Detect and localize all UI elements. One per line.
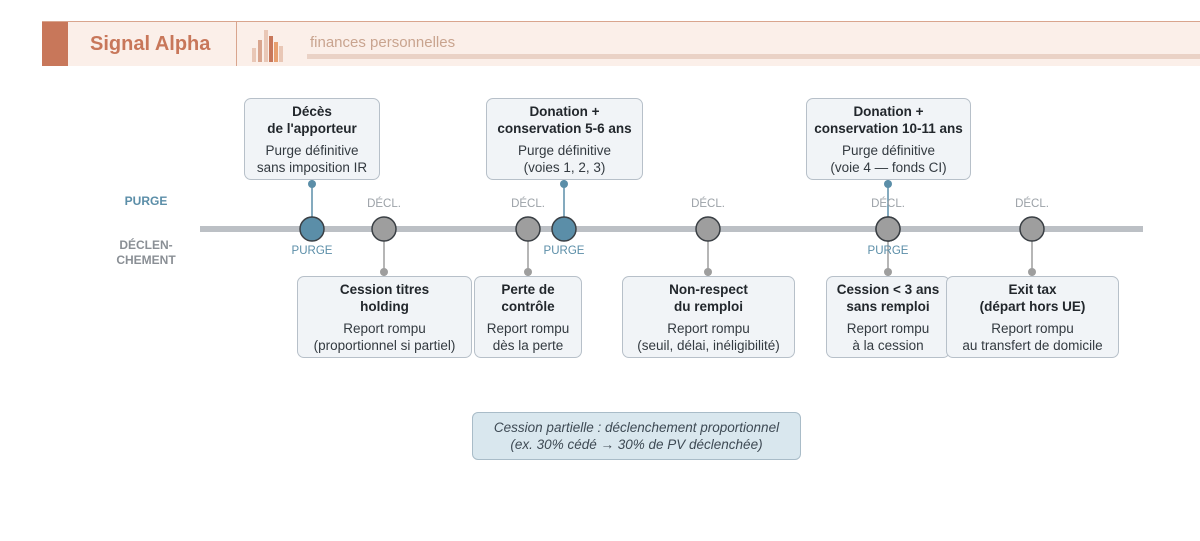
event-description: Report rompu dès la perte <box>479 320 577 354</box>
connector-dot-6 <box>884 180 892 188</box>
event-description-line: dès la perte <box>492 338 564 353</box>
purge-node-4 <box>551 216 577 242</box>
event-title-line: Donation + <box>529 104 600 119</box>
event-title-line: contrôle <box>501 299 555 314</box>
banner-rule <box>307 54 1200 59</box>
event-description: Report rompu à la cession <box>831 320 945 354</box>
decl-tag-5: DÉCL. <box>691 198 725 210</box>
purge-node-1 <box>299 216 325 242</box>
event-description-line: au transfert de domicile <box>962 338 1103 353</box>
purge-tag-1: PURGE <box>291 245 333 257</box>
decl-tag-2: DÉCL. <box>367 198 401 210</box>
decl-node-5 <box>695 216 721 242</box>
decl-node-3 <box>515 216 541 242</box>
brand-name[interactable]: Signal Alpha <box>90 33 211 55</box>
connector-dot-4 <box>560 180 568 188</box>
event-description-line: Purge définitive <box>265 143 359 158</box>
event-description-line: Report rompu <box>667 321 750 336</box>
event-description-line: (proportionnel si partiel) <box>313 338 456 353</box>
event-description-line: (seuil, délai, inéligibilité) <box>637 338 780 353</box>
event-description: Purge définitive (voies 1, 2, 3) <box>491 142 638 176</box>
event-title-line: holding <box>360 299 409 314</box>
event-title-line: Perte de <box>501 282 555 297</box>
event-description-line: (voie 4 — fonds CI) <box>830 160 947 175</box>
event-title-line: Cession < 3 ans <box>836 282 940 297</box>
timeline-nodes <box>299 216 1045 242</box>
event-title-line: du remploi <box>673 299 743 314</box>
purge-tag-4: PURGE <box>543 245 585 257</box>
event-title-line: Cession titres <box>339 282 430 297</box>
note-line-2: (ex. 30% cédé → 30% de PV déclenchée) <box>510 437 763 452</box>
event-description: Purge définitive sans imposition IR <box>249 142 375 176</box>
event-description-line: à la cession <box>852 338 924 353</box>
event-description: Report rompu au transfert de domicile <box>951 320 1114 354</box>
connector-dot-7 <box>884 268 892 276</box>
event-title-line: de l'apporteur <box>267 121 357 136</box>
timeline-connectors <box>308 180 1036 276</box>
event-description-line: Purge définitive <box>841 143 936 158</box>
header-banner: Signal Alpha finances personnelles <box>42 21 1200 66</box>
event-title-line: (départ hors UE) <box>979 299 1086 314</box>
event-title-line: Décès <box>292 104 332 119</box>
event-description-line: Report rompu <box>343 321 426 336</box>
event-description: Report rompu (proportionnel si partiel) <box>302 320 467 354</box>
decl-tag-3: DÉCL. <box>511 198 545 210</box>
lane-label-declenchement: DÉCLEN- CHEMENT <box>105 238 187 268</box>
decl-tag-7: DÉCL. <box>871 198 905 210</box>
event-title: Décès de l'apporteur <box>249 103 375 137</box>
event-title: Donation + conservation 10-11 ans <box>811 103 966 137</box>
connector-dot-8 <box>1028 268 1036 276</box>
event-box-8: Exit tax (départ hors UE) Report rompu au t… <box>946 276 1119 358</box>
banner-separator <box>236 22 237 66</box>
event-description: Report rompu (seuil, délai, inéligibilité… <box>627 320 790 354</box>
connector-dot-2 <box>380 268 388 276</box>
connector-dot-3 <box>524 268 532 276</box>
lane-label-purge: PURGE <box>124 194 168 208</box>
lane-label-decl-line2: CHEMENT <box>116 253 176 267</box>
event-title-line: Donation + <box>853 104 924 119</box>
event-title-line: Non-respect <box>669 282 748 297</box>
decl-node-2 <box>371 216 397 242</box>
decl-tag-8: DÉCL. <box>1015 198 1049 210</box>
event-title: Exit tax (départ hors UE) <box>951 281 1114 315</box>
event-title: Donation + conservation 5-6 ans <box>491 103 638 137</box>
event-title: Cession < 3 ans sans remploi <box>831 281 945 315</box>
banner-accent-bar <box>42 22 68 66</box>
event-description-line: Report rompu <box>846 321 930 336</box>
event-description-line: Report rompu <box>486 321 570 336</box>
decl-node-8 <box>1019 216 1045 242</box>
event-title: Perte de contrôle <box>479 281 577 315</box>
connector-dot-5 <box>704 268 712 276</box>
event-description-line: Purge définitive <box>517 143 612 158</box>
event-title-line: conservation 10-11 ans <box>814 121 963 136</box>
decl-node-7 <box>875 216 901 242</box>
event-description-line: Report rompu <box>991 321 1074 336</box>
lane-label-decl-line1: DÉCLEN- <box>119 238 173 252</box>
event-title: Cession titres holding <box>302 281 467 315</box>
connector-dot-1 <box>308 180 316 188</box>
event-description-line: sans imposition IR <box>256 160 368 175</box>
note-line-1: Cession partielle : déclenchement propor… <box>493 420 780 435</box>
event-title: Non-respect du remploi <box>627 281 790 315</box>
event-description: Purge définitive (voie 4 — fonds CI) <box>811 142 966 176</box>
event-title-line: conservation 5-6 ans <box>497 121 632 136</box>
banner-subtitle: finances personnelles <box>310 34 456 51</box>
bar-chart-logo-icon <box>252 30 283 62</box>
purge-tag-6: PURGE <box>867 245 909 257</box>
event-title-line: sans remploi <box>846 299 930 314</box>
event-description-line: (voies 1, 2, 3) <box>523 160 606 175</box>
partial-cession-note: Cession partielle : déclenchement propor… <box>472 412 801 460</box>
event-title-line: Exit tax <box>1008 282 1057 297</box>
